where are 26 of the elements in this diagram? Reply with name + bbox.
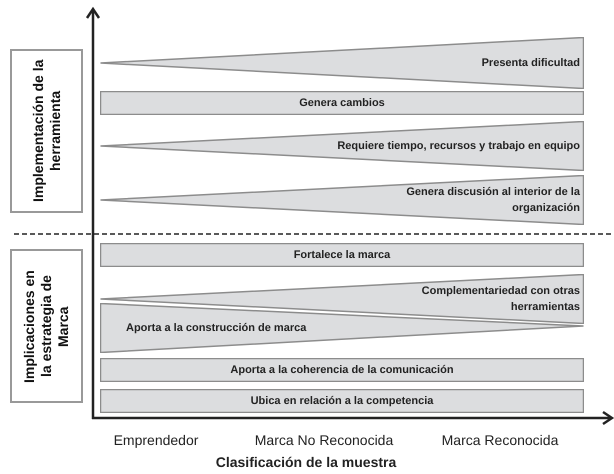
wedge-shape: [100, 175, 584, 225]
bar-label: Aporta a la coherencia de la comunicación: [230, 363, 454, 378]
category-label: Implicaciones en la estrategia de Marca: [21, 268, 72, 384]
x-tick-label: Emprendedor: [114, 431, 198, 449]
bar-shape: [100, 358, 584, 382]
bar-label: Complementariedad con otras herramientas: [420, 284, 580, 315]
wedge-shape: [100, 274, 584, 324]
bar-label: Presenta dificultad: [482, 56, 580, 71]
bar-label: Genera discusión al interior de la organización: [405, 185, 580, 216]
x-tick-label: Marca Reconocida: [442, 431, 558, 449]
category-box: [10, 249, 83, 403]
wedge-shape: [100, 303, 584, 353]
category-label: Implementación de la herramienta: [30, 58, 64, 204]
bar-label: Aporta a la construcción de marca: [126, 321, 306, 336]
bar-shape: [100, 389, 584, 413]
wedge-shape: [100, 37, 584, 89]
bar-shape: [100, 243, 584, 267]
bar-label: Genera cambios: [299, 96, 385, 111]
x-axis-title: Clasificación de la muestra: [216, 453, 396, 471]
wedge-shape: [100, 121, 584, 171]
bar-label: Fortalece la marca: [294, 248, 390, 263]
bar-label: Requiere tiempo, recursos y trabajo en equipo: [337, 139, 580, 154]
category-box: [10, 49, 83, 213]
bar-shape: [100, 91, 584, 115]
x-tick-label: Marca No Reconocida: [254, 431, 394, 449]
bar-label: Ubica en relación a la competencia: [250, 394, 434, 409]
